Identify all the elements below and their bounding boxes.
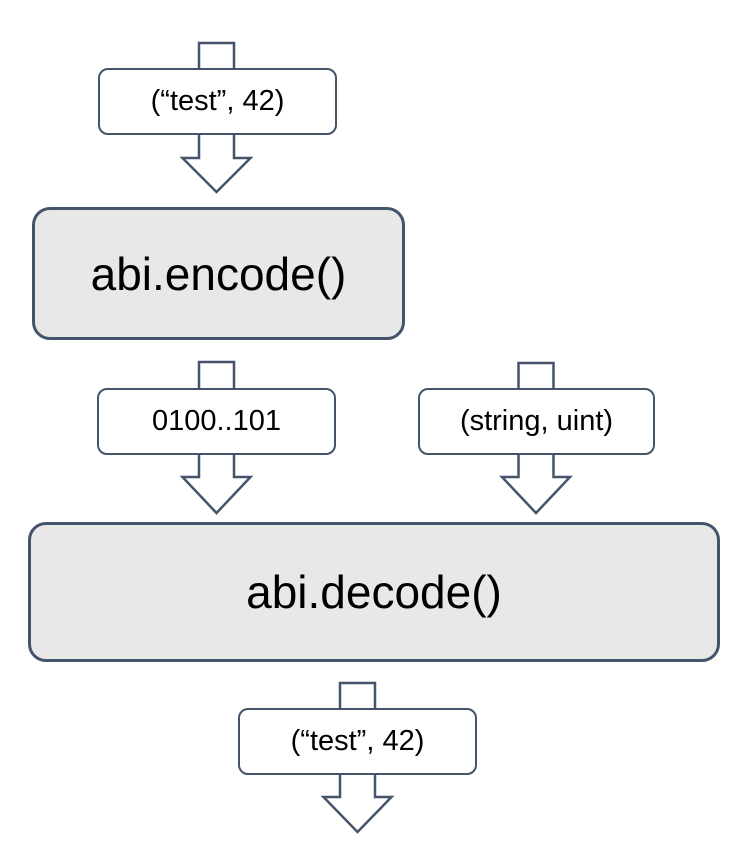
node-abi-decode: abi.decode() (28, 522, 720, 662)
node-encoded-bytes: 0100..101 (97, 388, 336, 455)
node-output-tuple-label: (“test”, 42) (290, 725, 425, 757)
node-input-tuple: (“test”, 42) (98, 68, 337, 135)
node-output-tuple: (“test”, 42) (238, 708, 477, 775)
node-input-tuple-label: (“test”, 42) (150, 85, 285, 117)
node-abi-decode-label: abi.decode() (246, 566, 502, 618)
node-types-tuple-label: (string, uint) (459, 405, 614, 437)
node-encoded-bytes-label: 0100..101 (151, 405, 281, 437)
node-abi-encode-label: abi.encode() (90, 247, 347, 300)
node-abi-encode: abi.encode() (32, 207, 405, 340)
node-types-tuple: (string, uint) (418, 388, 655, 455)
